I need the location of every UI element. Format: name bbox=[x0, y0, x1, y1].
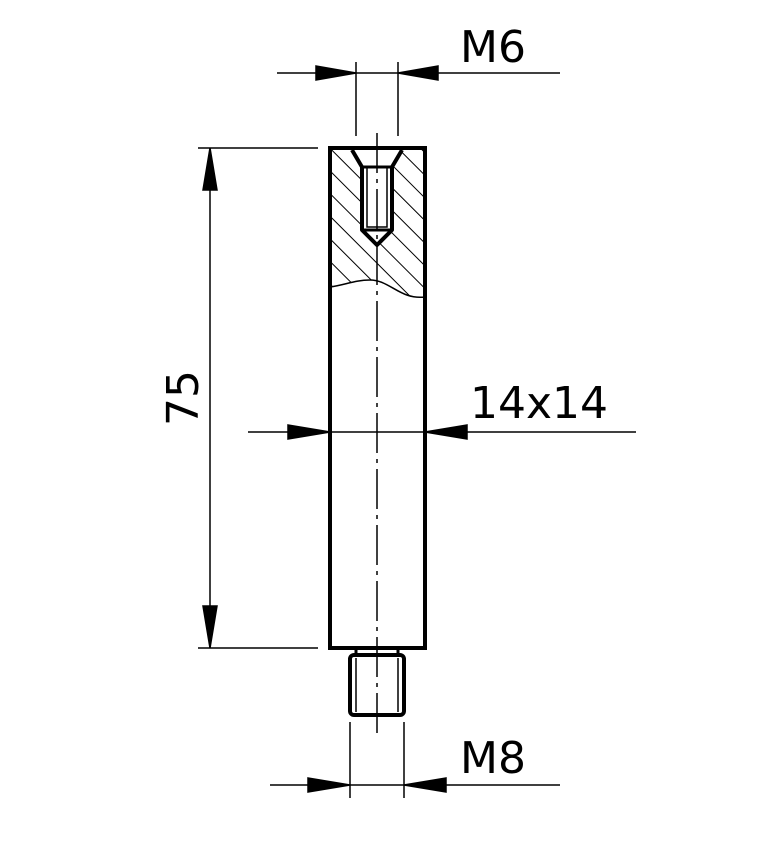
dimension-length bbox=[198, 147, 318, 649]
dimension-m8 bbox=[270, 722, 560, 798]
break-line bbox=[329, 279, 426, 298]
dimension-label-cross-section: 14x14 bbox=[470, 378, 608, 429]
dimension-m6 bbox=[277, 62, 560, 136]
dimension-cross-section bbox=[248, 424, 636, 440]
dimension-label-m8: M8 bbox=[460, 733, 526, 784]
dimension-label-m6: M6 bbox=[460, 22, 526, 73]
dimension-label-length: 75 bbox=[158, 370, 209, 426]
